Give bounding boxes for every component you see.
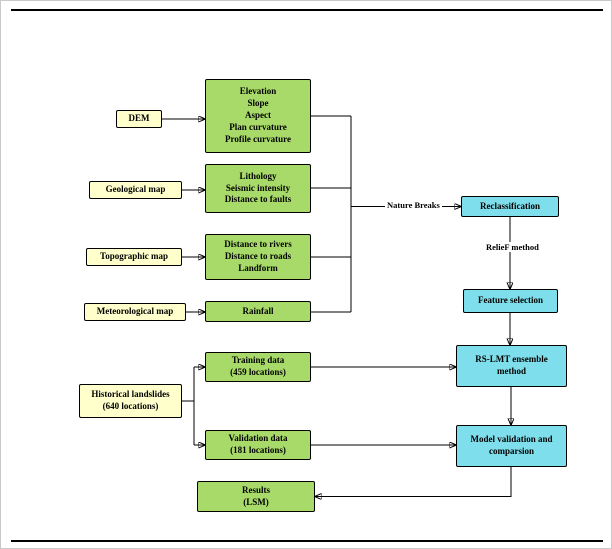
node-terrain-factors: Elevation Slope Aspect Plan curvature Pr… (205, 79, 311, 153)
node-training-data: Training data (459 locations) (205, 352, 311, 382)
node-results-lsm: Results (LSM) (197, 481, 315, 512)
top-rule (11, 9, 603, 11)
edge-label-nature-breaks: Nature Breaks (385, 200, 442, 211)
node-meteorological-map: Meteorological map (84, 303, 186, 321)
node-topographic-map: Topographic map (86, 248, 182, 266)
node-geological-map: Geological map (89, 181, 182, 199)
node-reclassification: Reclassification (461, 196, 559, 217)
node-rslmt-ensemble-method: RS-LMT ensemble method (456, 345, 567, 387)
node-feature-selection: Feature selection (463, 289, 558, 313)
node-validation-data: Validation data (181 locations) (205, 430, 311, 460)
edge-modelvalidation-results (315, 467, 512, 497)
node-topographic-factors: Distance to rivers Distance to roads Lan… (205, 234, 311, 280)
node-rainfall: Rainfall (205, 301, 311, 322)
edge-label-relief-method: RelieF method (484, 242, 541, 253)
node-geological-factors: Lithology Seismic intensity Distance to … (205, 164, 311, 213)
bottom-rule (11, 540, 603, 542)
node-model-validation-comparison: Model validation and comparsion (456, 425, 567, 467)
node-historical-landslides: Historical landslides (640 locations) (79, 384, 182, 418)
node-dem: DEM (116, 110, 162, 128)
